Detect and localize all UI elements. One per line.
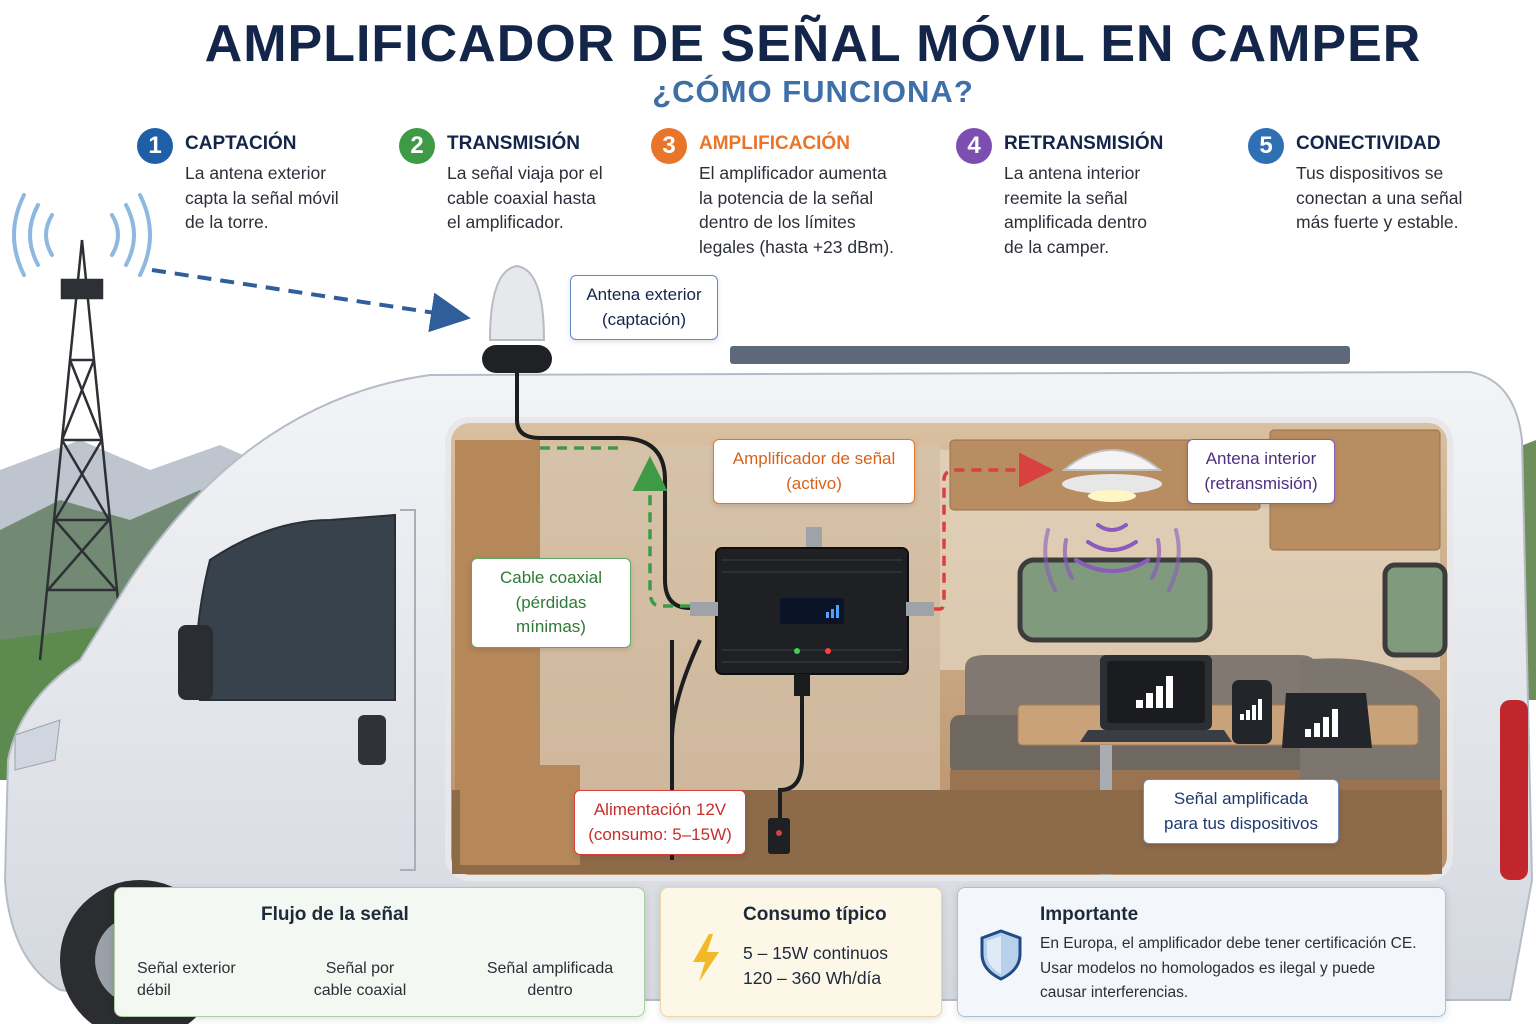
laptop xyxy=(1080,655,1232,742)
lightning-icon xyxy=(693,934,719,982)
step-number-badge: 3 xyxy=(651,128,687,164)
page-subtitle: ¿CÓMO FUNCIONA? xyxy=(652,74,974,109)
shield-icon xyxy=(980,929,1022,981)
callout-amplifier: Amplificador de señal (activo) xyxy=(713,439,915,504)
tower-signal-waves xyxy=(12,193,152,277)
tablet xyxy=(1282,693,1372,748)
callout-indoor-antenna: Antena interior (retransmisión) xyxy=(1187,439,1335,504)
step-title: CONECTIVIDAD xyxy=(1296,133,1441,154)
callout-coax-cable: Cable coaxial (pérdidas mínimas) xyxy=(471,558,631,648)
signal-flow-title: Flujo de la señal xyxy=(261,904,409,925)
phone xyxy=(1232,680,1272,744)
step-number-badge: 5 xyxy=(1248,128,1284,164)
callout-devices: Señal amplificada para tus dispositivos xyxy=(1143,779,1339,844)
consumption-continuous: 5 – 15W continuos xyxy=(743,943,888,963)
flow-item-coax: Señal por cable coaxial xyxy=(313,960,407,999)
step-title: CAPTACIÓN xyxy=(185,133,297,154)
step-number-badge: 2 xyxy=(399,128,435,164)
important-box: Importante En Europa, el amplificador de… xyxy=(957,887,1446,1017)
signal-flow-box: Flujo de la señal Señal exterior débil S… xyxy=(114,887,645,1017)
flow-item-amplified: Señal amplificada dentro xyxy=(486,960,614,999)
callout-power: Alimentación 12V (consumo: 5–15W) xyxy=(574,790,746,855)
indoor-antenna xyxy=(1061,449,1163,502)
step-title: TRANSMISIÓN xyxy=(447,133,580,154)
indoor-signal-waves xyxy=(1043,523,1181,592)
callout-outdoor-antenna: Antena exterior (captación) xyxy=(570,275,718,340)
consumption-box: Consumo típico 5 – 15W continuos 120 – 3… xyxy=(660,887,942,1017)
important-title: Importante xyxy=(1040,904,1139,925)
step-text: El amplificador aumenta la potencia de l… xyxy=(699,163,895,257)
step-title: RETRANSMISIÓN xyxy=(1004,133,1164,154)
step-text: La antena interior reemite la señal ampl… xyxy=(1004,163,1147,257)
flow-item-outdoor: Señal exterior débil xyxy=(137,960,236,999)
step-text: La señal viaja por el cable coaxial hast… xyxy=(447,163,603,232)
step-title: AMPLIFICACIÓN xyxy=(699,133,850,154)
amplifier-device xyxy=(690,527,934,696)
step-text: Tus dispositivos se conectan a una señal… xyxy=(1296,163,1463,232)
outdoor-antenna xyxy=(482,264,552,373)
step-number-badge: 4 xyxy=(956,128,992,164)
step-text: La antena exterior capta la señal móvil … xyxy=(185,163,339,232)
consumption-title: Consumo típico xyxy=(743,904,887,925)
cell-tower xyxy=(38,239,126,661)
page-title: AMPLIFICADOR DE SEÑAL MÓVIL EN CAMPER xyxy=(204,15,1422,73)
step-number-badge: 1 xyxy=(137,128,173,164)
consumption-daily: 120 – 360 Wh/día xyxy=(743,968,882,988)
important-text: En Europa, el amplificador debe tener ce… xyxy=(1040,935,1417,1001)
